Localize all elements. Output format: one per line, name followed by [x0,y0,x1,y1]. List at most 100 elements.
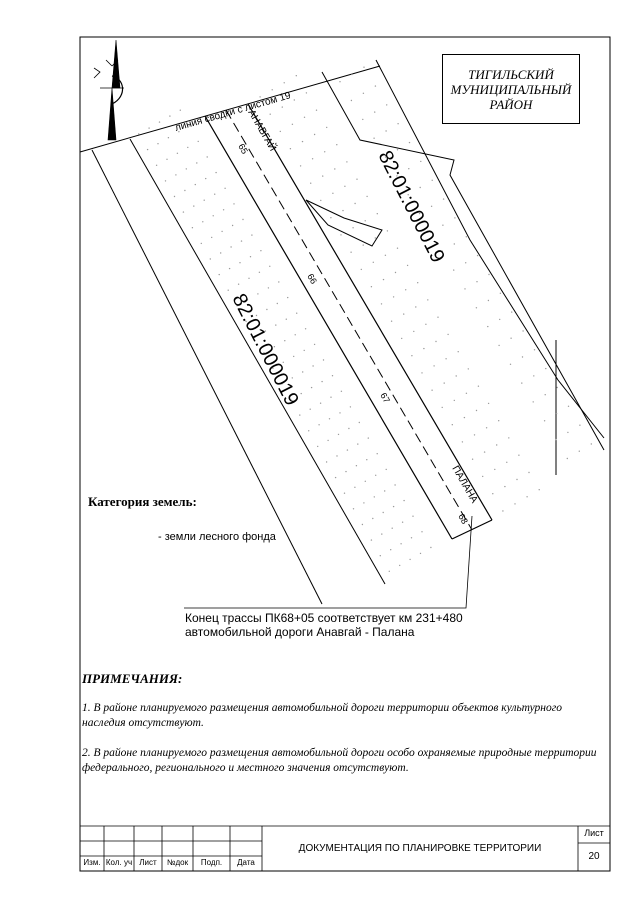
hatch-dot [231,224,234,227]
hatch-dot [374,237,376,239]
hatch-dot [289,148,292,150]
hatch-dot [259,96,261,98]
hatch-dot [342,209,344,212]
hatch-dot [421,531,423,533]
hatch-dot [364,480,366,482]
hatch-dot [408,141,411,144]
hatch-dot [148,127,150,129]
hatch-dot [415,306,417,308]
hatch-dot [433,365,435,367]
hatch-dot [281,106,283,108]
road-centerline [225,109,473,531]
hatch-dot [175,174,177,176]
hatch-dot [362,118,364,121]
hatch-dot [346,449,349,451]
hatch-dot [337,433,340,436]
hatch-dot [579,424,581,426]
hatch-dot [361,523,364,526]
tb-col-date: Дата [237,858,255,867]
hatch-dot [419,552,422,555]
hatch-dot [328,418,331,420]
hatch-dot [401,337,403,340]
tb-col-sheet: Лист [139,858,157,867]
hatch-dot [372,517,374,520]
hatch-dot [254,336,256,338]
hatch-dot [355,465,358,467]
hatch-dot [427,299,429,301]
hatch-dot [227,289,229,291]
hatch-dot [202,221,204,223]
hatch-dot [299,414,301,416]
hatch-dot [206,156,208,158]
hatch-dot [476,254,479,257]
hatch-dot [194,183,196,186]
hatch-dot [218,273,220,276]
hatch-dot [245,320,247,323]
hatch-dot [258,271,261,273]
hatch-dot [167,137,170,139]
hatch-dot [357,443,359,445]
hatch-dot [322,175,324,177]
hatch-dot [155,164,158,166]
hatch-dot [518,454,520,456]
hatch-dot [283,82,285,84]
road-corridor [204,103,493,540]
hatch-dot [348,427,350,430]
hatch-dot [421,372,423,374]
region-line-3: РАЙОН [489,96,533,112]
hatch-dot [185,168,187,170]
tb-col-revision: Изм. [83,858,101,867]
hatch-dot [205,177,207,180]
hatch-dot [374,111,376,113]
hatch-dot [526,496,528,498]
hatch-dot [521,382,523,384]
hatch-dot [360,268,362,271]
hatch-dot [473,434,476,436]
hatch-dot [455,375,457,377]
forest-land-hatching [138,66,592,572]
hatch-dot [269,265,271,267]
hatch-dot [236,305,238,307]
hatch-dot [358,421,360,424]
hatch-dot [522,330,524,332]
hatch-dot [184,189,186,192]
tb-col-count: Кол. уч [105,858,133,867]
hatch-dot [193,205,195,207]
hatch-dot [237,283,240,285]
hatch-dot [271,89,273,91]
region-line-1: ТИГИЛЬСКИЙ [468,66,554,82]
hatch-dot [303,116,306,119]
hatch-dot [385,468,387,471]
hatch-dot [278,281,280,283]
hatch-dot [410,537,413,539]
hatch-dot [370,539,373,541]
legend-title: Категория земель: [88,494,197,509]
hatch-dot [442,224,444,226]
hatch-dot [339,81,341,83]
hatch-dot [209,258,211,260]
document-title: ДОКУМЕНТАЦИЯ ПО ПЛАНИРОВКЕ ТЕРРИТОРИИ [298,842,542,854]
hatch-dot [430,205,433,207]
hatch-dot [330,396,332,398]
hatch-dot [157,143,159,145]
hatch-dot [409,558,411,561]
hatch-dot [356,178,358,180]
hatch-dot [418,212,421,215]
hatch-dot [334,168,336,170]
hatch-dot [285,318,287,320]
hatch-dot [173,195,176,198]
hatch-dot [294,334,296,336]
hatch-dot [485,427,488,429]
legend-item: - земли лесного фонда [158,531,276,543]
hatch-dot [442,198,445,200]
hatch-dot [349,406,352,408]
cadastral-number-left: 82:01:000019 [228,290,303,409]
hatch-dot [447,333,449,336]
hatch-dot [222,209,225,211]
hatch-dot [463,416,466,419]
hatch-dot [366,195,368,198]
hatch-dot [214,193,216,195]
hatch-dot [412,515,414,517]
hatch-dot [373,137,375,139]
hatch-dot [386,104,388,106]
